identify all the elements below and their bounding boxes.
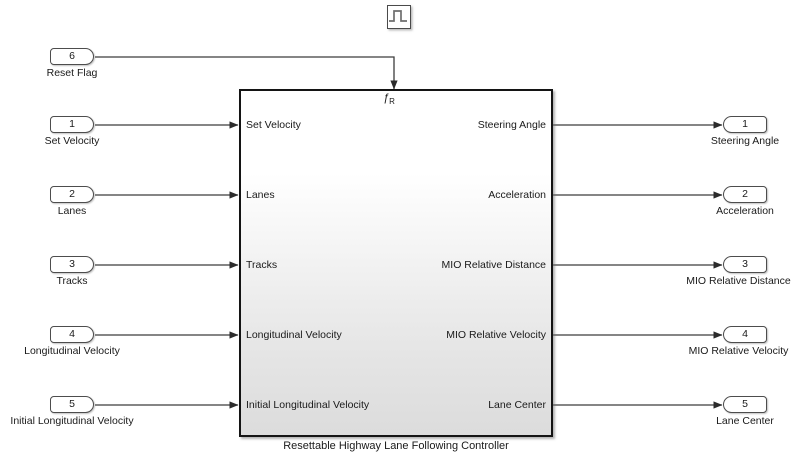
inport-label-tracks: Tracks <box>56 275 88 287</box>
outport-1-number: 1 <box>742 118 748 130</box>
outport-2-acceleration[interactable]: 2 <box>723 186 767 203</box>
subsystem-output-label-mio-relative-velocity: MIO Relative Velocity <box>446 329 546 341</box>
outport-3-number: 3 <box>742 258 748 270</box>
inport-3-number: 3 <box>69 258 75 270</box>
subsystem-output-label-steering-angle: Steering Angle <box>477 119 546 131</box>
outport-5-lane-center[interactable]: 5 <box>723 396 767 413</box>
outport-4-number: 4 <box>742 328 748 340</box>
inport-label-reset-flag: Reset Flag <box>46 67 98 79</box>
subsystem-input-label-tracks: Tracks <box>246 259 278 271</box>
subsystem-block-resettable-highway-lane-following-controller[interactable] <box>239 89 553 437</box>
outport-label-lane-center: Lane Center <box>716 415 774 427</box>
outport-3-mio-relative-distance[interactable]: 3 <box>723 256 767 273</box>
inport-4-longitudinal-velocity[interactable]: 4 <box>50 326 94 343</box>
inport-label-longitudinal-velocity: Longitudinal Velocity <box>24 345 120 357</box>
subsystem-output-label-acceleration: Acceleration <box>488 189 546 201</box>
subsystem-input-label-initial-longitudinal-velocity: Initial Longitudinal Velocity <box>246 399 370 411</box>
outport-label-mio-relative-distance: MIO Relative Distance <box>686 275 791 287</box>
inport-4-number: 4 <box>69 328 75 340</box>
inport-label-set-velocity: Set Velocity <box>44 135 100 147</box>
inport-6-number: 6 <box>69 50 75 62</box>
inport-5-number: 5 <box>69 398 75 410</box>
outport-5-number: 5 <box>742 398 748 410</box>
outport-1-steering-angle[interactable]: 1 <box>723 116 767 133</box>
outport-label-mio-relative-velocity: MIO Relative Velocity <box>688 345 789 357</box>
inport-1-number: 1 <box>69 118 75 130</box>
subsystem-input-label-set-velocity: Set Velocity <box>246 119 301 131</box>
reset-port-subscript: R <box>389 97 395 107</box>
inport-3-tracks[interactable]: 3 <box>50 256 94 273</box>
subsystem-input-label-longitudinal-velocity: Longitudinal Velocity <box>246 329 342 341</box>
reset-port-glyph: ƒ <box>383 92 390 104</box>
pulse-generator-icon <box>389 10 407 22</box>
outport-4-mio-relative-velocity[interactable]: 4 <box>723 326 767 343</box>
subsystem-output-label-mio-relative-distance: MIO Relative Distance <box>441 259 546 271</box>
inport-6-reset-flag[interactable]: 6 <box>50 48 94 65</box>
inport-label-lanes: Lanes <box>57 205 87 217</box>
outport-label-acceleration: Acceleration <box>716 205 774 217</box>
subsystem-input-label-lanes: Lanes <box>246 189 275 201</box>
inport-2-lanes[interactable]: 2 <box>50 186 94 203</box>
inport-1-set-velocity[interactable]: 1 <box>50 116 94 133</box>
outport-2-number: 2 <box>742 188 748 200</box>
inport-label-initial-longitudinal-velocity: Initial Longitudinal Velocity <box>10 415 134 427</box>
wire-reset-flag <box>95 56 398 90</box>
pulse-generator-block[interactable] <box>387 5 411 29</box>
inport-2-number: 2 <box>69 188 75 200</box>
subsystem-output-label-lane-center: Lane Center <box>488 399 546 411</box>
reset-port-symbol: ƒR <box>383 92 395 106</box>
inport-5-initial-longitudinal-velocity[interactable]: 5 <box>50 396 94 413</box>
outport-label-steering-angle: Steering Angle <box>710 135 780 147</box>
subsystem-caption: Resettable Highway Lane Following Contro… <box>283 440 509 452</box>
